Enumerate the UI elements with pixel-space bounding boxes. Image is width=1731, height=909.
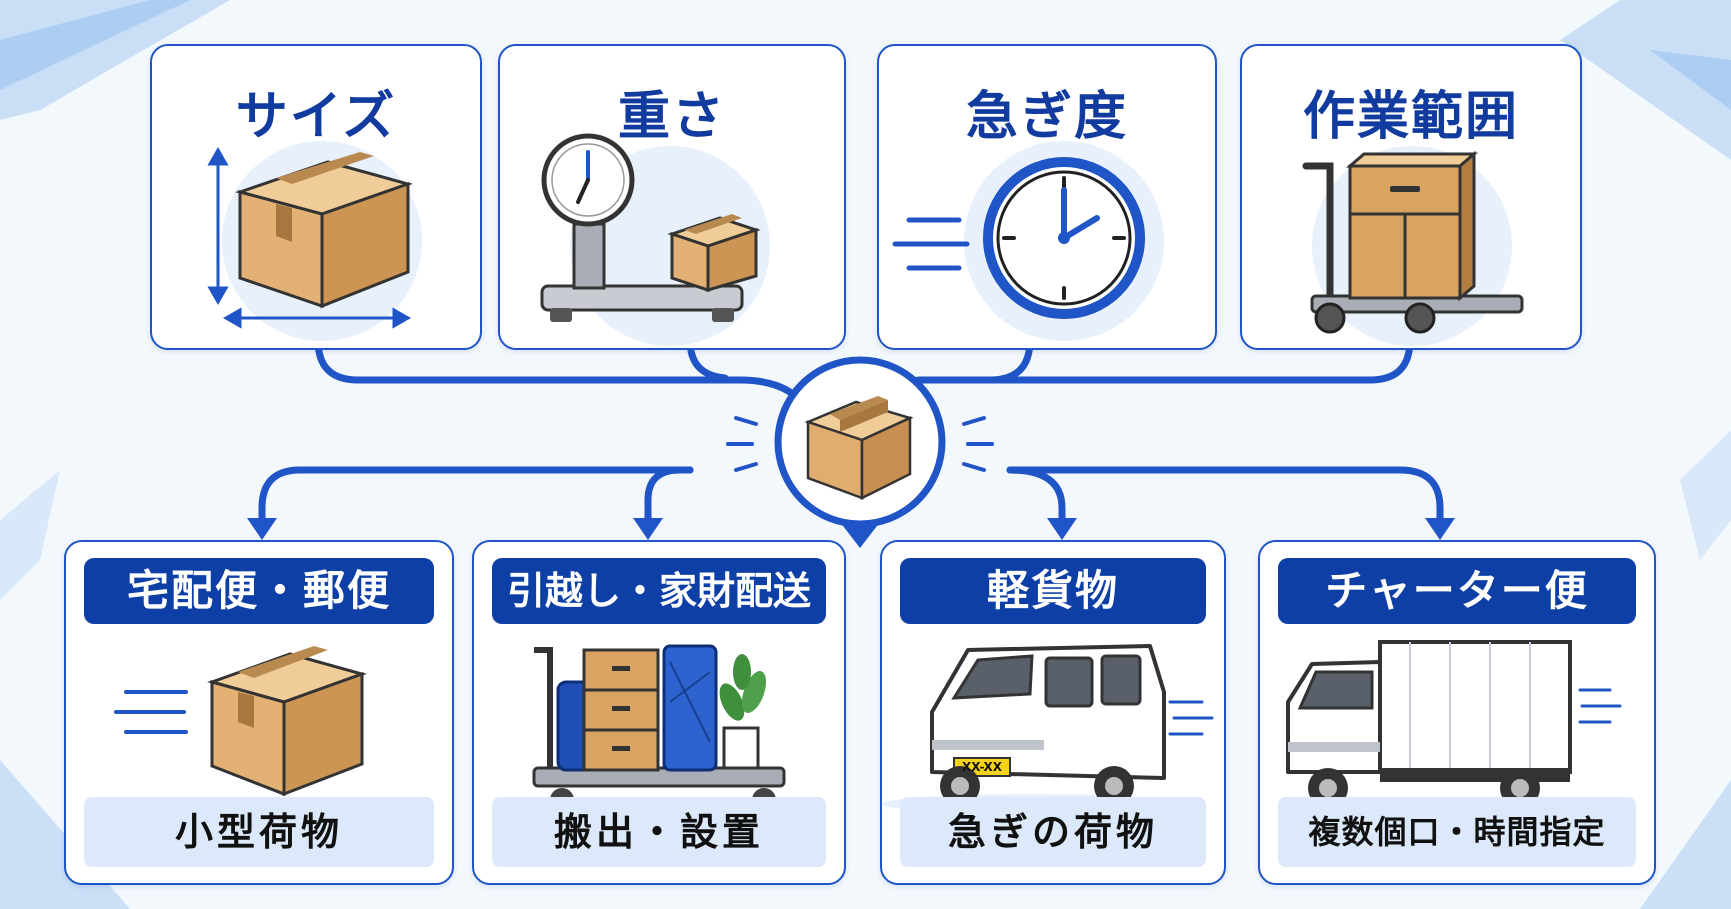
service-title: 宅配便・郵便 bbox=[84, 558, 434, 624]
center-package-circle bbox=[774, 356, 946, 528]
service-footer: 複数個口・時間指定 bbox=[1278, 797, 1636, 867]
center-burst-lines bbox=[726, 416, 994, 472]
arrow-to-post bbox=[247, 518, 277, 540]
criteria-card-weight: 重さ bbox=[498, 44, 846, 350]
arrow-to-charter bbox=[1425, 518, 1455, 540]
service-footer: 搬出・設置 bbox=[492, 797, 826, 867]
link-to-moving bbox=[644, 466, 694, 524]
link-to-post bbox=[258, 466, 694, 524]
service-footer: 小型荷物 bbox=[84, 797, 434, 867]
criteria-title: サイズ bbox=[235, 87, 397, 147]
license-plate: XX-XX bbox=[961, 760, 1003, 774]
arrow-to-moving bbox=[633, 518, 663, 540]
criteria-card-urgency: 急ぎ度 bbox=[877, 44, 1217, 350]
criteria-title: 急ぎ度 bbox=[965, 87, 1128, 147]
arrow-to-center bbox=[840, 522, 880, 548]
furniture-cart-icon bbox=[532, 644, 786, 812]
link-size bbox=[314, 336, 804, 404]
criteria-title: 作業範囲 bbox=[1302, 87, 1519, 147]
clock-icon bbox=[892, 141, 1164, 341]
arrow-to-van bbox=[1047, 518, 1077, 540]
service-card-van: 軽貨物 XX-XX 急ぎの荷物 bbox=[880, 540, 1226, 885]
criteria-title: 重さ bbox=[617, 87, 726, 147]
criteria-card-scope: 作業範囲 bbox=[1240, 44, 1582, 350]
criteria-card-size: サイズ bbox=[150, 44, 482, 350]
link-to-van bbox=[1006, 466, 1066, 524]
service-title: 軽貨物 bbox=[900, 558, 1206, 624]
service-footer: 急ぎの荷物 bbox=[900, 797, 1206, 867]
service-card-moving: 引越し・家財配送 搬出・設置 bbox=[472, 540, 846, 885]
service-card-post: 宅配便・郵便 小型荷物 bbox=[64, 540, 454, 885]
box-dimensions-icon bbox=[207, 141, 422, 341]
service-title: 引越し・家財配送 bbox=[492, 558, 826, 624]
hand-truck-cabinet-icon bbox=[1302, 146, 1524, 346]
box-icon bbox=[114, 646, 367, 797]
link-to-charter bbox=[1006, 466, 1444, 524]
service-title: チャーター便 bbox=[1278, 558, 1636, 624]
scale-icon bbox=[540, 133, 770, 346]
service-card-charter: チャーター便 複数個口・時間指定 bbox=[1258, 540, 1656, 885]
